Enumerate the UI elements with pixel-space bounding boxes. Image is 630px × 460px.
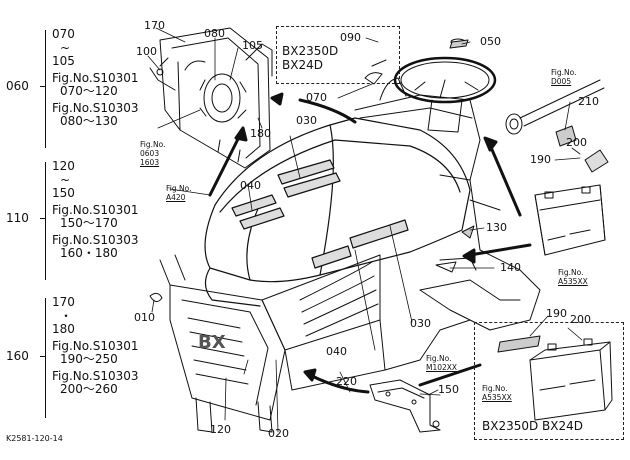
fig-ref-A420: Fig.No. A420: [166, 184, 191, 202]
group-line: Fig.No.S10303: [52, 368, 139, 383]
bracket-line: [45, 162, 46, 280]
fig-ref-line: D005: [551, 77, 572, 86]
group-line: Fig.No.S10303: [52, 100, 139, 115]
part-label: 200: [566, 136, 587, 149]
part-label: 080: [204, 27, 225, 40]
group-line: 105: [52, 54, 75, 68]
fig-ref-line: A535XX: [482, 393, 512, 402]
part-label: 170: [144, 19, 165, 32]
group-line: 160・180: [60, 246, 118, 260]
group-line: Fig.No.S10301: [52, 70, 139, 85]
fig-ref-D005: Fig.No. D005: [551, 68, 576, 86]
fig-ref-M102XX: Fig.No. M102XX: [426, 354, 457, 372]
bracket-220: [369, 379, 441, 433]
fig-ref-line: Fig.No.: [140, 140, 166, 149]
part-label: 200: [570, 313, 591, 326]
fig-ref-line: A420: [166, 193, 186, 202]
group-lines: 070 ~ 105 Fig.No.S10301 070～120 Fig.No.S…: [52, 27, 139, 129]
battery-top: [534, 149, 609, 256]
model-box-bottom: [474, 322, 624, 440]
group-code: 160: [6, 349, 29, 363]
bracket-line: [45, 298, 46, 418]
group-lines: 120 ~ 150 Fig.No.S10301 150～170 Fig.No.S…: [52, 159, 139, 261]
part-label: 020: [268, 427, 289, 440]
model-list-bottom: BX2350D BX24D: [482, 419, 584, 433]
part-label: 040: [240, 179, 261, 192]
group-line: 150～170: [60, 216, 118, 230]
fig-ref-line: Fig.No.: [426, 354, 452, 363]
group-line: Fig.No.S10301: [52, 202, 139, 217]
group-line: ・: [60, 308, 73, 323]
part-label: 220: [336, 375, 357, 388]
part-label: 105: [242, 39, 263, 52]
part-label: 070: [306, 91, 327, 104]
fig-ref-0603: Fig.No. 0603 1603: [140, 140, 165, 167]
part-label: 090: [340, 31, 361, 44]
group-line: 180: [52, 322, 75, 336]
group-code: 060: [6, 79, 29, 93]
battery-bottom: [497, 335, 613, 421]
part-label: 140: [500, 261, 521, 274]
part-label: 180: [250, 127, 271, 140]
part-label: 100: [136, 45, 157, 58]
part-label: 190: [530, 153, 551, 166]
bracket-line: [45, 30, 46, 148]
group-line: 070: [52, 27, 75, 41]
model-list-top: BX2350D BX24D: [282, 44, 338, 72]
model-name: BX24D: [282, 58, 323, 72]
model-box-top: [276, 26, 400, 84]
steering-wheel: [393, 38, 497, 133]
group-lines: 170 ・ 180 Fig.No.S10301 190～250 Fig.No.S…: [52, 295, 139, 397]
fig-ref-line: Fig.No.: [482, 384, 508, 393]
group-line: 170: [52, 295, 75, 309]
shaft: [505, 79, 605, 147]
group-line: ~: [60, 40, 71, 55]
part-label: 030: [296, 114, 317, 127]
bracket-tick: [40, 356, 45, 357]
fig-ref-line: Fig.No.: [551, 68, 577, 77]
group-line: 190～250: [60, 352, 118, 366]
hood: [204, 117, 471, 307]
group-line: 080～130: [60, 114, 118, 128]
part-label: 010: [134, 311, 155, 324]
drawing-code: K2581-120-14: [6, 434, 63, 443]
group-line: 070～120: [60, 84, 118, 98]
fig-ref-line: M102XX: [426, 363, 458, 372]
fig-ref-A535XX-top: Fig.No. A535XX: [558, 268, 588, 286]
group-line: 200～260: [60, 382, 118, 396]
front-grille: BX: [149, 254, 286, 433]
group-line: ~: [60, 172, 71, 187]
group-line: 150: [52, 186, 75, 200]
model-name: BX2350D: [282, 44, 339, 58]
group-line: 120: [52, 159, 75, 173]
part-label: 040: [326, 345, 347, 358]
group-line: Fig.No.S10303: [52, 232, 139, 247]
part-label: 050: [480, 35, 501, 48]
svg-text:BX: BX: [198, 332, 226, 353]
fig-ref-line: Fig.No.: [558, 268, 584, 277]
part-label: 190: [546, 307, 567, 320]
part-label: 120: [210, 423, 231, 436]
bracket-tick: [40, 218, 45, 219]
bracket-tick: [40, 86, 45, 87]
part-label: 150: [438, 383, 459, 396]
fig-ref-line: A535XX: [558, 277, 588, 286]
part-label: 210: [578, 95, 599, 108]
part-label: 030: [410, 317, 431, 330]
fig-ref-line: 0603: [140, 149, 160, 158]
part-label: 130: [486, 221, 507, 234]
group-line: Fig.No.S10301: [52, 338, 139, 353]
fig-ref-A535XX-bottom: Fig.No. A535XX: [482, 384, 512, 402]
group-code: 110: [6, 211, 29, 225]
fig-ref-line: Fig.No.: [166, 184, 192, 193]
fig-ref-line: 1603: [140, 158, 160, 167]
